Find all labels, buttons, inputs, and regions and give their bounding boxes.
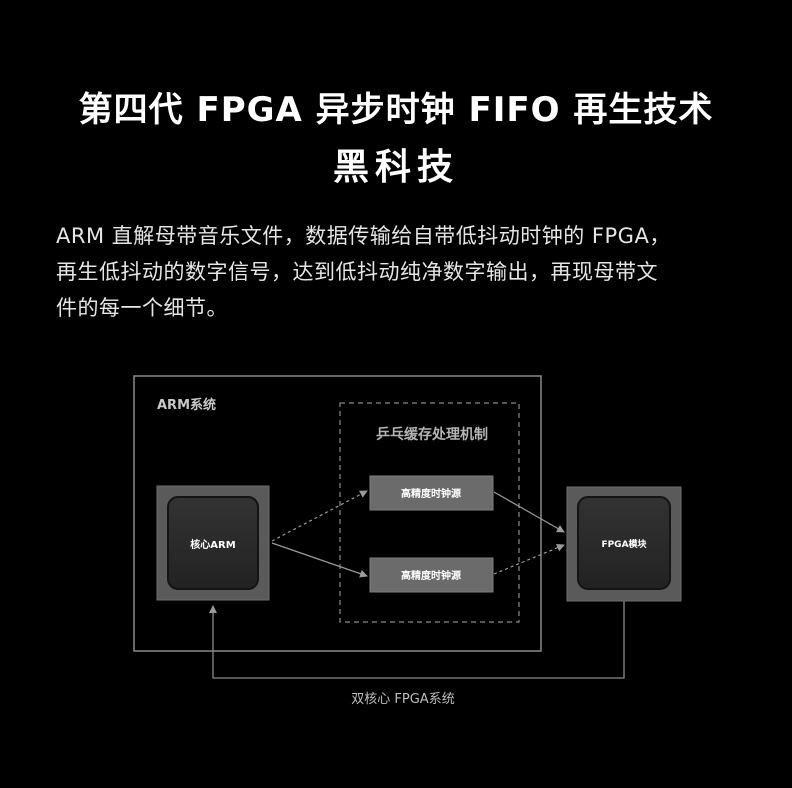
arrow-clock-bottom-to-fpga: [493, 543, 565, 575]
arrow-fpga-feedback-loop: [209, 601, 625, 679]
clock-source-top: 高精度时钟源: [369, 475, 494, 511]
core-arm-chip: 核心ARM: [156, 485, 270, 601]
page-subtitle: 黑科技: [332, 147, 459, 188]
pingpong-label: 乒乓缓存处理机制: [376, 426, 488, 443]
clock-source-top-label: 高精度时钟源: [401, 487, 461, 500]
fpga-module-chip: FPGA模块: [566, 486, 682, 602]
arrow-clock-top-to-fpga: [493, 491, 565, 533]
description-line-1: ARM 直解母带音乐文件，数据传输给自带低抖动时钟的 FPGA，: [56, 224, 671, 248]
clock-source-bottom-label: 高精度时钟源: [401, 569, 461, 582]
description: ARM 直解母带音乐文件，数据传输给自带低抖动时钟的 FPGA， 再生低抖动的数…: [56, 218, 746, 326]
arrow-arm-to-clock-bottom: [271, 542, 368, 578]
arm-system-label: ARM系统: [157, 397, 216, 413]
clock-source-bottom: 高精度时钟源: [369, 557, 494, 593]
fpga-module-label: FPGA模块: [601, 538, 647, 550]
description-line-2: 再生低抖动的数字信号，达到低抖动纯净数字输出，再现母带文: [56, 260, 658, 284]
pingpong-region: [339, 402, 520, 623]
diagram-caption: 双核心 FPGA系统: [351, 692, 454, 707]
core-arm-label: 核心ARM: [190, 538, 235, 551]
arrow-arm-to-clock-top: [271, 490, 368, 542]
page-title: 第四代 FPGA 异步时钟 FIFO 再生技术: [78, 90, 714, 130]
arm-system-frame: [133, 375, 542, 652]
description-line-3: 件的每一个细节。: [56, 296, 228, 320]
